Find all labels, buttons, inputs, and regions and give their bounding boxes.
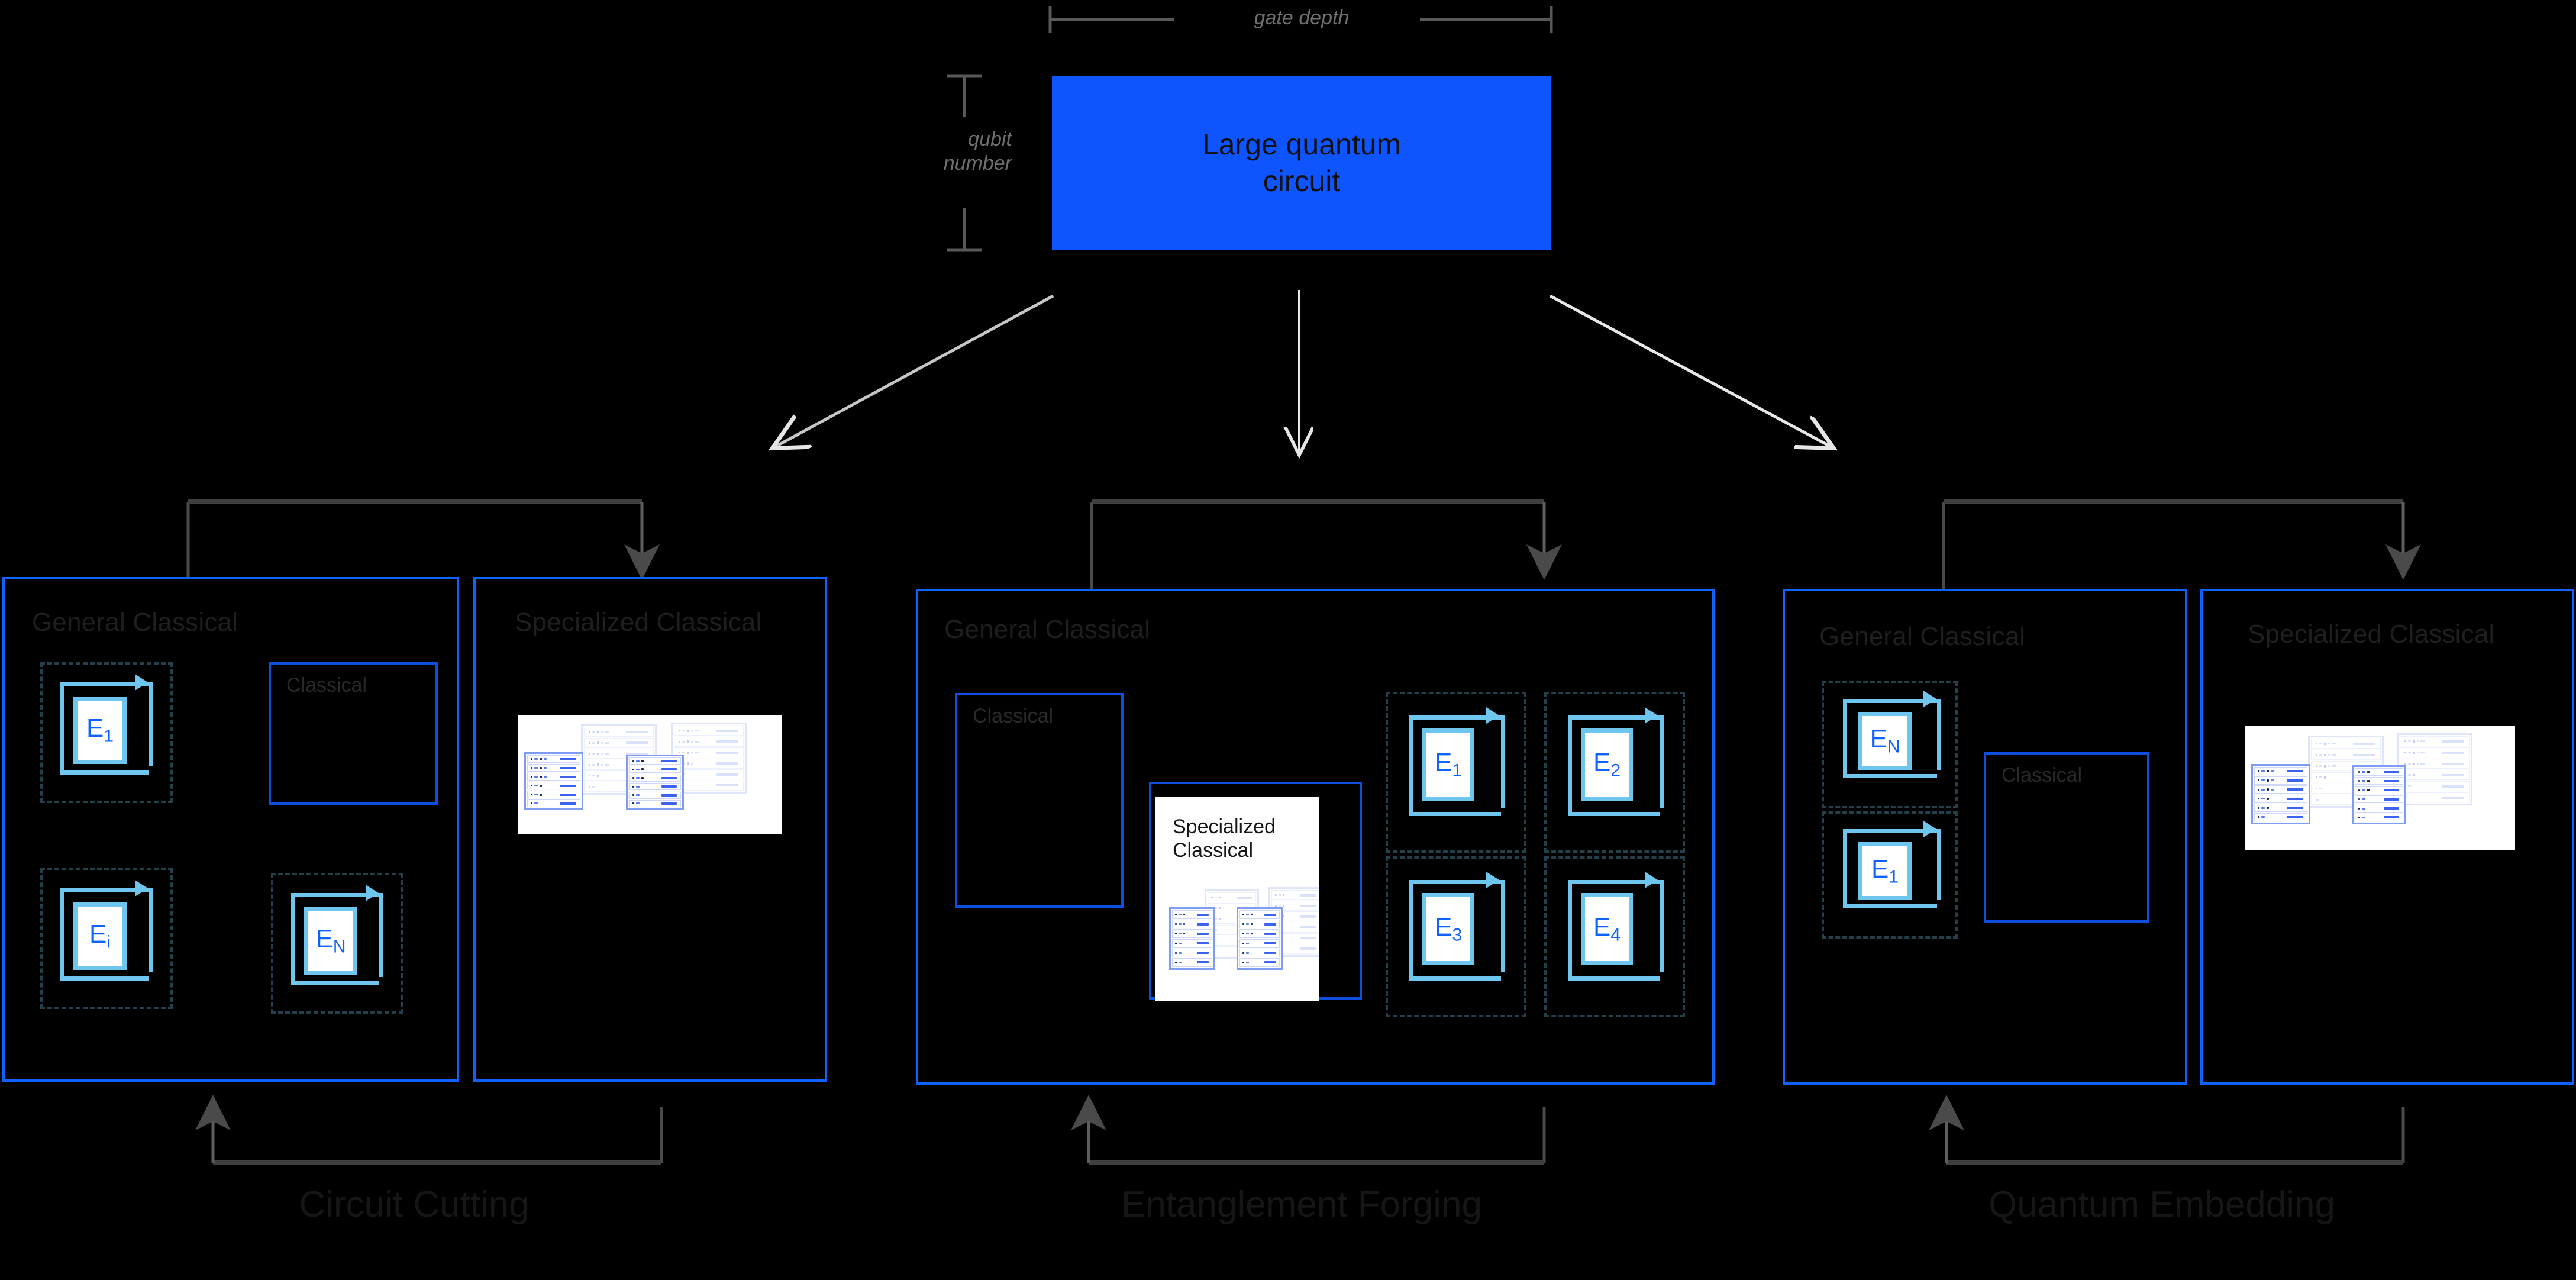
e-node-en-panel3[interactable]: EN — [1822, 681, 1958, 808]
e-node-dashed-border — [1544, 692, 1685, 853]
e-node-label: E1 — [1434, 748, 1463, 781]
e-node-label: EN — [1870, 724, 1900, 757]
e-node-dashed-border — [271, 873, 403, 1014]
e-node-label-box: E4 — [1581, 893, 1633, 965]
server-rack — [626, 755, 684, 810]
server-rack — [524, 752, 583, 810]
e-node-label-box: EN — [1858, 712, 1912, 770]
e-node-loop-right — [1660, 880, 1664, 972]
specialized-classical-image-2: Specialized Classical — [1155, 797, 1319, 1001]
large-quantum-circuit-label: Large quantum circuit — [1202, 127, 1402, 198]
e-node-e1-panel1[interactable]: E1 — [40, 662, 173, 803]
panel-title-specialized-classical-1: Specialized Classical — [515, 608, 762, 637]
e-node-loop — [1843, 829, 1937, 908]
e-node-label-box: E1 — [1422, 728, 1474, 801]
server-rack — [1169, 907, 1215, 970]
e-node-en-panel1[interactable]: EN — [271, 873, 403, 1014]
gate-depth-label: gate depth — [1254, 7, 1350, 29]
e-node-arrow-icon — [1923, 691, 1936, 707]
panel-caption-entanglement-forging: Entanglement Forging — [1121, 1184, 1483, 1225]
panel-quantum-embedding-specialized[interactable]: Specialized Classical — [2200, 589, 2574, 1085]
e-node-arrow-icon — [1486, 707, 1499, 724]
e-node-dashed-border — [1822, 811, 1958, 939]
e-node-loop-right — [379, 893, 383, 977]
e-node-label-box: Ei — [73, 902, 127, 970]
panel-caption-circuit-cutting: Circuit Cutting — [299, 1184, 530, 1225]
server-rack — [2251, 764, 2310, 824]
e-node-loop-right — [1937, 699, 1941, 770]
specialized-classical-title-2: Specialized Classical — [1173, 815, 1276, 862]
e-node-arrow-icon — [135, 674, 148, 691]
e-node-loop — [1409, 880, 1501, 981]
panel-circuit-cutting-specialized[interactable]: Specialized Classical — [473, 577, 827, 1082]
e-node-dashed-border — [1386, 692, 1526, 853]
panel-title-specialized-classical-3: Specialized Classical — [2248, 620, 2495, 649]
e-node-loop-right — [149, 682, 153, 766]
e-node-loop-right — [1501, 715, 1505, 808]
e-node-loop-right — [1937, 829, 1941, 900]
e-node-loop — [291, 893, 379, 985]
e-node-label-box: E1 — [1858, 842, 1912, 900]
specialized-classical-image-3 — [2245, 726, 2515, 850]
e-node-ei-panel1[interactable]: Ei — [40, 868, 173, 1009]
specialized-classical-box-panel2[interactable]: Specialized Classical — [1149, 782, 1362, 1001]
e-node-arrow-icon — [366, 885, 379, 901]
e-node-label-box: EN — [304, 907, 357, 975]
panel-quantum-embedding-general[interactable]: General Classical EN E1 Classical — [1783, 589, 2187, 1085]
panel-title-general-classical-3: General Classical — [1819, 622, 2026, 651]
server-rack — [2352, 765, 2406, 824]
e-node-e1-panel3[interactable]: E1 — [1822, 811, 1958, 939]
e-node-dashed-border — [40, 868, 173, 1009]
e-node-loop — [60, 888, 149, 981]
e-node-label: Ei — [89, 920, 111, 952]
e-node-arrow-icon — [1486, 872, 1499, 888]
e-node-loop — [1409, 715, 1501, 816]
e-node-label: EN — [315, 924, 346, 957]
classical-box-label: Classical — [286, 674, 367, 697]
e-node-loop — [60, 682, 149, 775]
qubit-number-label: qubit number — [943, 128, 1012, 175]
e-node-loop — [1568, 715, 1660, 816]
e-node-label-box: E1 — [73, 697, 127, 764]
panel-title-general-classical-2: General Classical — [944, 615, 1151, 644]
server-rack-faded — [2397, 733, 2472, 805]
e-node-loop — [1568, 880, 1660, 981]
classical-box-panel1[interactable]: Classical — [269, 662, 438, 805]
e-node-e1-panel2[interactable]: E1 — [1386, 692, 1526, 853]
panel-title-general-classical-1: General Classical — [32, 608, 238, 637]
e-node-dashed-border — [1822, 681, 1958, 808]
classical-box-panel2[interactable]: Classical — [955, 693, 1124, 908]
panel-circuit-cutting-general[interactable]: General Classical E1 Ei EN Classical — [2, 577, 459, 1082]
e-node-loop-right — [1660, 715, 1664, 808]
classical-box-panel3[interactable]: Classical — [1984, 752, 2149, 923]
e-node-dashed-border — [1386, 856, 1526, 1017]
e-node-dashed-border — [1544, 856, 1685, 1017]
e-node-label: E1 — [86, 714, 114, 746]
e-node-e3-panel2[interactable]: E3 — [1386, 856, 1526, 1017]
e-node-arrow-icon — [135, 880, 148, 897]
large-quantum-circuit-box[interactable]: Large quantum circuit — [1052, 76, 1551, 250]
server-rack — [1237, 907, 1283, 970]
e-node-e2-panel2[interactable]: E2 — [1544, 692, 1685, 853]
specialized-classical-image-1 — [518, 715, 782, 834]
classical-box-label: Classical — [973, 705, 1054, 727]
e-node-label: E2 — [1593, 748, 1621, 781]
e-node-label: E4 — [1593, 913, 1621, 945]
panel-entanglement-forging-general[interactable]: General Classical Classical Specialized … — [916, 589, 1715, 1085]
e-node-dashed-border — [40, 662, 173, 803]
e-node-loop-right — [1501, 880, 1505, 972]
e-node-label: E1 — [1871, 855, 1899, 887]
e-node-label-box: E2 — [1581, 728, 1633, 801]
e-node-arrow-icon — [1923, 821, 1936, 837]
e-node-label: E3 — [1434, 913, 1463, 945]
e-node-arrow-icon — [1645, 707, 1658, 724]
classical-box-label: Classical — [2002, 764, 2083, 786]
e-node-loop — [1843, 699, 1937, 778]
e-node-loop-right — [149, 888, 153, 972]
panel-caption-quantum-embedding: Quantum Embedding — [1989, 1184, 2335, 1225]
e-node-label-box: E3 — [1422, 893, 1474, 965]
e-node-e4-panel2[interactable]: E4 — [1544, 856, 1685, 1017]
e-node-arrow-icon — [1645, 872, 1658, 888]
